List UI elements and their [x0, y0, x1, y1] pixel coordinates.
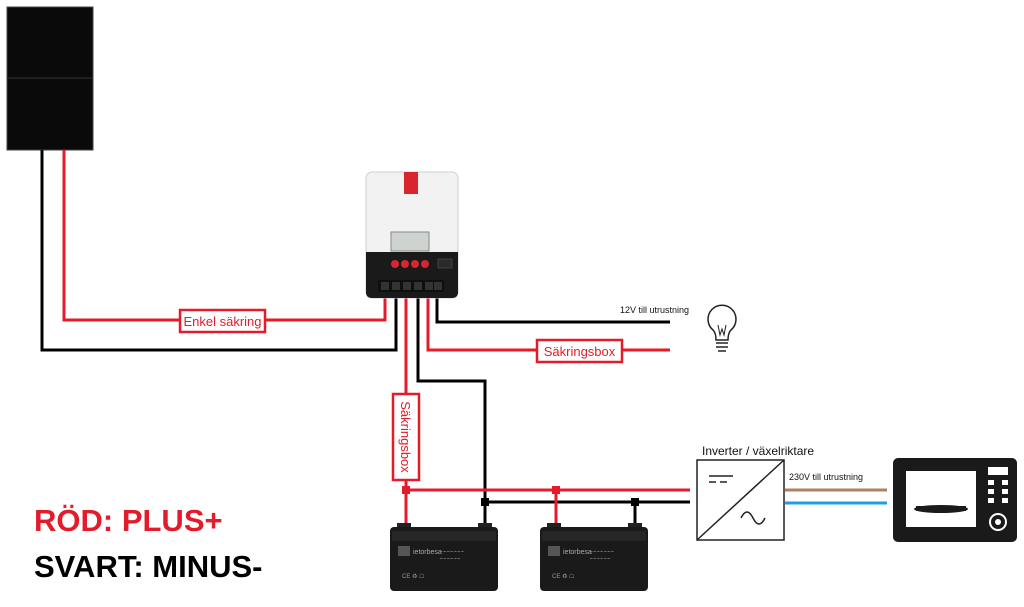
inverter-label: Inverter / växelriktare — [702, 444, 814, 458]
junction-points — [402, 486, 639, 506]
battery-brand: ietorbesa — [563, 549, 592, 556]
load-fuse-box-label: Säkringsbox — [544, 344, 616, 359]
legend-plus: RÖD: PLUS+ — [34, 503, 223, 538]
ac-output-label: 230V till utrustning — [789, 472, 863, 482]
svg-text:CE ♻ ☖: CE ♻ ☖ — [402, 573, 424, 580]
svg-text:CE ♻ ☖: CE ♻ ☖ — [552, 573, 574, 580]
solar-panel — [6, 6, 94, 151]
light-bulb-icon — [707, 304, 737, 352]
svg-text:━ ━ ━ ━ ━ ━ ━: ━ ━ ━ ━ ━ ━ ━ — [439, 549, 464, 554]
battery-fuse-box-label: Säkringsbox — [398, 401, 413, 473]
battery: ietorbesa ━ ━ ━ ━ ━ ━ ━ ━ ━ ━ ━ ━ ━ CE ♻… — [390, 523, 498, 591]
charge-controller — [365, 171, 459, 299]
load-negative-wire — [435, 290, 670, 324]
inverter — [696, 459, 785, 541]
panel-negative-wire — [40, 150, 398, 352]
microwave-icon — [893, 458, 1017, 542]
dc-output-label: 12V till utrustning — [620, 305, 689, 315]
single-fuse: Enkel säkring — [178, 308, 267, 334]
legend-minus: SVART: MINUS- — [34, 549, 263, 584]
single-fuse-label: Enkel säkring — [183, 314, 261, 329]
battery: ietorbesa ━ ━ ━ ━ ━ ━ ━ ━ ━ ━ ━ ━ ━ CE ♻… — [540, 523, 648, 591]
battery-negative-wire — [416, 290, 487, 502]
svg-text:━ ━ ━ ━ ━ ━ ━: ━ ━ ━ ━ ━ ━ ━ — [589, 549, 614, 554]
load-fuse-box: Säkringsbox — [535, 338, 624, 364]
panel-positive-wire — [62, 150, 387, 322]
controller-lcd — [390, 231, 430, 252]
battery-fuse-box: Säkringsbox — [391, 392, 421, 482]
svg-text:━ ━ ━ ━ ━ ━: ━ ━ ━ ━ ━ ━ — [439, 556, 461, 561]
battery-brand: ietorbesa — [413, 549, 442, 556]
svg-text:━ ━ ━ ━ ━ ━: ━ ━ ━ ━ ━ ━ — [589, 556, 611, 561]
